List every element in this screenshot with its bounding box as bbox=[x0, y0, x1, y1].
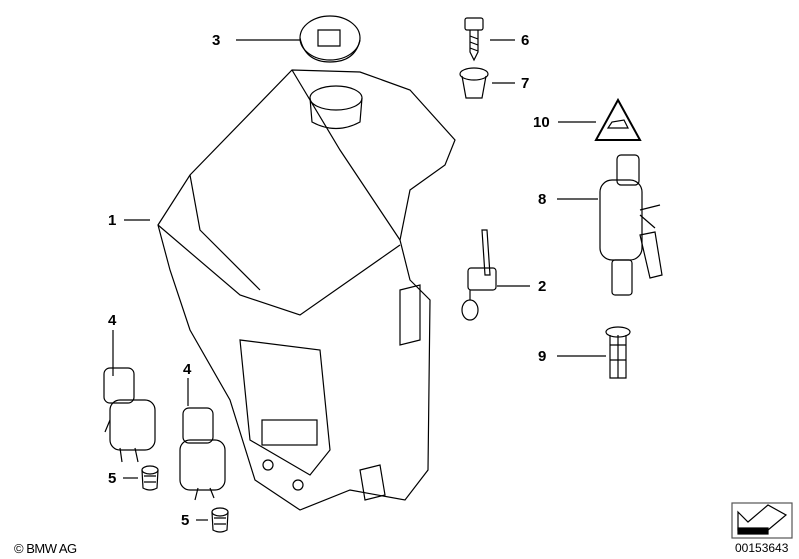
grommet-left bbox=[141, 465, 159, 491]
view-direction-symbol bbox=[731, 502, 793, 539]
tank-cap bbox=[299, 15, 361, 63]
leader-lines bbox=[112, 39, 606, 521]
warning-label bbox=[594, 97, 642, 141]
callout-1: 1 bbox=[108, 212, 117, 229]
diagram-number: 00153643 bbox=[735, 541, 789, 555]
callout-5-left: 5 bbox=[108, 470, 117, 487]
filter bbox=[605, 326, 631, 379]
headlight-washer-pump bbox=[599, 154, 663, 296]
callout-10: 10 bbox=[533, 114, 550, 131]
callout-2: 2 bbox=[538, 278, 547, 295]
grommet-right bbox=[211, 507, 229, 533]
callout-6: 6 bbox=[521, 32, 530, 49]
expanding-nut bbox=[459, 67, 489, 99]
callout-5-right: 5 bbox=[181, 512, 190, 529]
callout-4-right: 4 bbox=[183, 361, 192, 378]
callout-3: 3 bbox=[212, 32, 221, 49]
washer-tank bbox=[157, 69, 456, 511]
callout-8: 8 bbox=[538, 191, 547, 208]
level-sensor bbox=[461, 229, 497, 321]
callout-7: 7 bbox=[521, 75, 530, 92]
callout-4-left: 4 bbox=[108, 312, 117, 329]
washer-pump-right bbox=[179, 407, 226, 501]
copyright: © BMW AG bbox=[14, 541, 77, 556]
callout-9: 9 bbox=[538, 348, 547, 365]
screw bbox=[464, 17, 484, 62]
washer-pump-left bbox=[103, 367, 156, 463]
